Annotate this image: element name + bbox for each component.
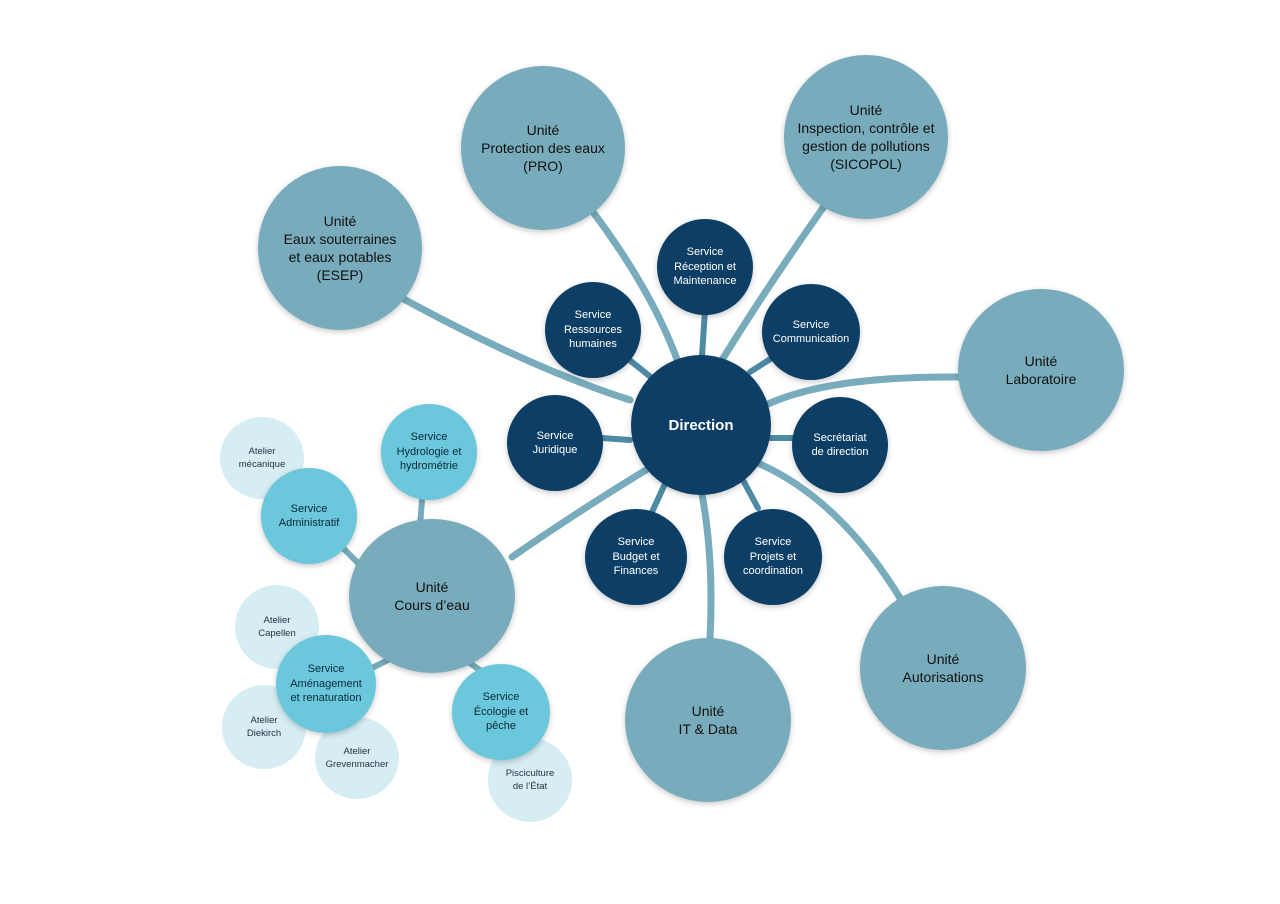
service-budget-finances[interactable]: Service Budget et Finances: [585, 509, 687, 605]
atelier-capellen-label: Atelier Capellen: [258, 615, 296, 639]
service-administratif[interactable]: Service Administratif: [261, 468, 357, 564]
service-reception-maintenance[interactable]: Service Réception et Maintenance: [657, 219, 753, 315]
unit-pro[interactable]: Unité Protection des eaux (PRO): [461, 66, 625, 230]
atelier-diekirch-label: Atelier Diekirch: [246, 715, 282, 739]
atelier-mecanique-label: Atelier mécanique: [238, 446, 286, 470]
connector-esep: [396, 293, 634, 404]
connector-service-reception: [699, 307, 708, 359]
service-ecologie-peche[interactable]: Service Écologie et pêche: [452, 664, 550, 760]
connector-laboratoire: [764, 373, 962, 408]
unit-it-data[interactable]: Unité IT & Data: [625, 638, 791, 802]
service-hydrologie-hydrometrie[interactable]: Service Hydrologie et hydrométrie: [381, 404, 477, 500]
unit-it-data-label: Unité IT & Data: [678, 703, 738, 737]
service-projets-label: Service Projets et coordination: [743, 536, 803, 578]
connector-service-projets: [741, 479, 761, 511]
unit-autorisations-label: Unité Autorisations: [902, 651, 984, 685]
service-secretariat-label: Secrétariat de direction: [811, 431, 869, 459]
service-ecologie-label: Service Écologie et pêche: [473, 691, 529, 733]
connector-autorisations: [756, 460, 904, 602]
connector-sicopol: [718, 201, 829, 364]
atelier-pisciculture-label: Pisciculture de l’État: [505, 768, 555, 792]
service-communication-label: Service Communication: [772, 318, 850, 346]
service-administratif-label: Service Administratif: [278, 502, 340, 530]
unit-esep[interactable]: Unité Eaux souterraines et eaux potables…: [258, 166, 422, 330]
unit-cours-eau-label: Unité Cours d’eau: [394, 579, 470, 613]
direction-label: Direction: [668, 416, 734, 434]
unit-cours-eau[interactable]: Unité Cours d’eau: [349, 519, 515, 673]
connector-pro: [586, 204, 682, 366]
connector-service-budget: [649, 483, 667, 515]
service-juridique[interactable]: Service Juridique: [507, 395, 603, 491]
service-projets-coordination[interactable]: Service Projets et coordination: [724, 509, 822, 605]
connector-service-juridique: [599, 435, 633, 443]
connector-it-data: [698, 490, 715, 642]
direction-node[interactable]: Direction: [631, 355, 771, 495]
unit-autorisations[interactable]: Unité Autorisations: [860, 586, 1026, 750]
unit-pro-label: Unité Protection des eaux (PRO): [481, 122, 605, 174]
unit-sicopol-label: Unité Inspection, contrôle et gestion de…: [797, 102, 935, 172]
service-ressources-humaines[interactable]: Service Ressources humaines: [545, 282, 641, 378]
atelier-grevenmacher-label: Atelier Grevenmacher: [325, 746, 389, 770]
unit-sicopol[interactable]: Unité Inspection, contrôle et gestion de…: [784, 55, 948, 219]
service-reception-label: Service Réception et Maintenance: [673, 246, 737, 288]
service-secretariat-direction[interactable]: Secrétariat de direction: [792, 397, 888, 493]
connector-service-communication: [747, 355, 775, 375]
service-rh-label: Service Ressources humaines: [563, 309, 623, 351]
service-hydrologie-label: Service Hydrologie et hydrométrie: [396, 431, 462, 473]
connector-cours-eau: [508, 466, 650, 561]
service-communication[interactable]: Service Communication: [762, 284, 860, 380]
service-juridique-label: Service Juridique: [532, 429, 578, 457]
service-budget-label: Service Budget et Finances: [612, 536, 660, 578]
unit-esep-label: Unité Eaux souterraines et eaux potables…: [283, 213, 397, 283]
service-amenagement-label: Service Aménagement et renaturation: [290, 663, 362, 705]
service-amenagement-renaturation[interactable]: Service Aménagement et renaturation: [276, 635, 376, 733]
unit-laboratoire[interactable]: Unité Laboratoire: [958, 289, 1124, 451]
unit-laboratoire-label: Unité Laboratoire: [1005, 353, 1077, 387]
